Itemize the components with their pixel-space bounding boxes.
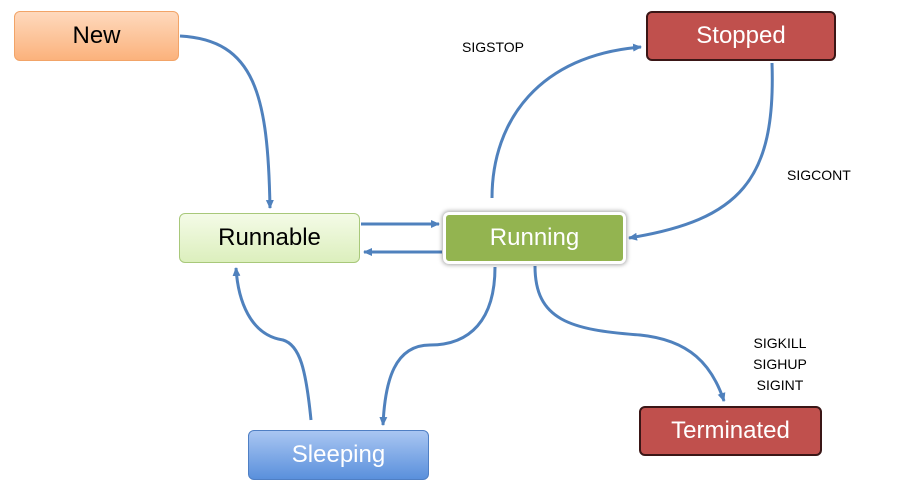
sigint-label: SIGINT <box>756 377 804 393</box>
state-sleeping-label: Sleeping <box>291 441 386 468</box>
state-sleeping: Sleeping <box>248 430 429 480</box>
sigkill-label: SIGKILL <box>753 335 807 351</box>
arrow-new-to-runnable <box>179 34 274 209</box>
state-terminated-label: Terminated <box>671 417 790 444</box>
arrow-sleeping-to-runnable <box>232 267 313 421</box>
terminate-signals-label: SIGKILL SIGHUP SIGINT <box>750 333 810 396</box>
arrow-running-to-stopped <box>490 43 642 199</box>
state-stopped-label: Stopped <box>696 22 786 49</box>
state-new-label: New <box>72 22 121 49</box>
state-runnable-label: Runnable <box>218 224 321 251</box>
state-running: Running <box>443 212 626 264</box>
state-runnable: Runnable <box>179 213 360 263</box>
arrow-stopped-to-running <box>628 62 774 241</box>
sigstop-label: SIGSTOP <box>462 39 524 55</box>
state-running-label: Running <box>489 224 580 251</box>
state-terminated: Terminated <box>639 406 822 456</box>
state-new: New <box>14 11 179 61</box>
arrow-running-to-terminated <box>533 265 726 402</box>
sigcont-label: SIGCONT <box>787 167 851 183</box>
state-stopped: Stopped <box>646 11 836 61</box>
sighup-label: SIGHUP <box>753 356 807 372</box>
arrow-running-to-sleeping <box>379 266 497 426</box>
